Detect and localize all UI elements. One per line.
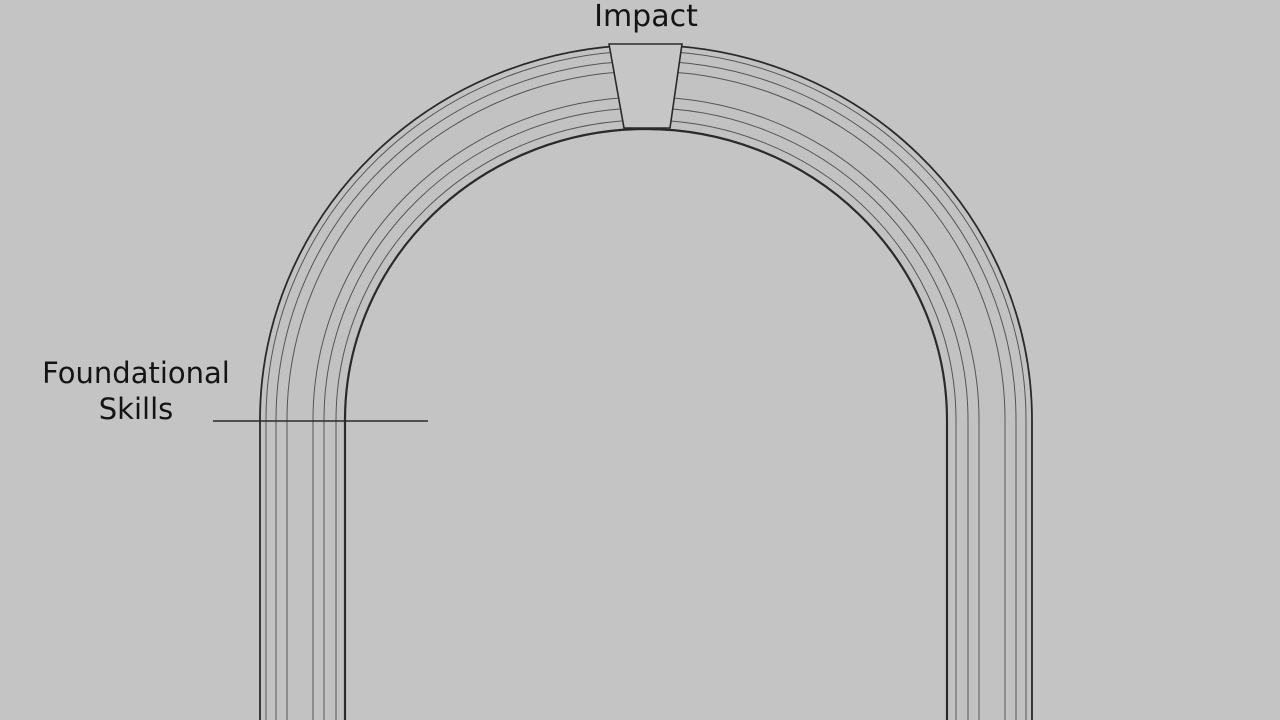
label-skills: Skills — [99, 392, 173, 426]
label-impact: Impact — [594, 0, 698, 34]
arch-body — [260, 45, 1032, 720]
arch-inner-edge — [343, 127, 949, 720]
keystone — [608, 43, 683, 129]
label-foundational: Foundational — [42, 356, 230, 390]
